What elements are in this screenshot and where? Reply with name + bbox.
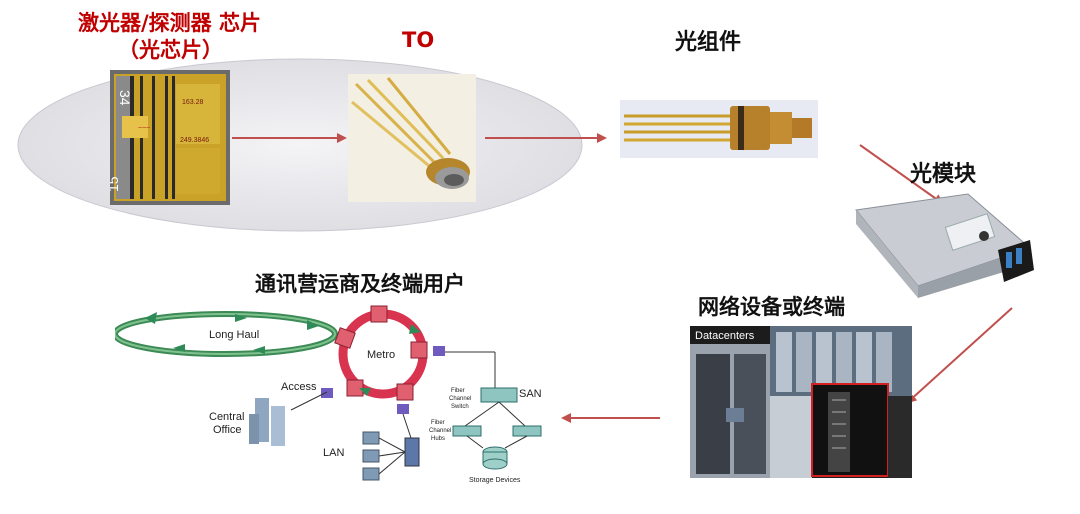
datacenter-banner: Datacenters bbox=[695, 330, 755, 342]
chip-number-top: 34 bbox=[117, 90, 133, 106]
central-office-label-1: Central bbox=[209, 411, 244, 423]
chip-readout-b: 249.3846 bbox=[180, 137, 209, 144]
chip-title-line1: 激光器/探测器 芯片 bbox=[78, 11, 261, 35]
optical-module-photo bbox=[855, 193, 1034, 298]
access-label: Access bbox=[281, 381, 317, 393]
long-haul-arrow-icon bbox=[253, 346, 265, 354]
lan-server-icon bbox=[404, 437, 420, 467]
long-haul-label: Long Haul bbox=[209, 329, 259, 341]
connector-icon bbox=[397, 404, 409, 414]
equipment-label: 网络设备或终端 bbox=[698, 295, 845, 319]
san-label: SAN bbox=[519, 388, 542, 400]
chip-markings: ~~~ bbox=[138, 125, 150, 132]
chip-title-line2: （光芯片） bbox=[118, 38, 223, 62]
module-label: 光模块 bbox=[910, 162, 977, 187]
component-label: 光组件 bbox=[675, 30, 742, 55]
arrow-component-to-module bbox=[859, 144, 944, 205]
fiber-channel-hub-icon bbox=[512, 425, 542, 437]
to-label: TO bbox=[402, 28, 435, 52]
chip-readout-a: 163.28 bbox=[182, 99, 204, 106]
to-can-photo bbox=[348, 74, 476, 202]
lan-computer-icon bbox=[362, 467, 380, 481]
optical-component-photo bbox=[620, 100, 818, 158]
chip-to-group-ellipse bbox=[17, 58, 583, 232]
long-haul-arrow-icon bbox=[145, 312, 157, 324]
lan-computer-icon bbox=[362, 449, 380, 463]
datacenter-photo: Datacenters bbox=[690, 326, 912, 478]
fiber-hubs-label-3: Hubs bbox=[431, 436, 445, 442]
arrow-module-to-equipment bbox=[906, 307, 1013, 404]
fiber-channel-switch-icon bbox=[480, 387, 518, 403]
fiber-switch-label-1: Fiber bbox=[451, 388, 465, 394]
connector-icon bbox=[321, 388, 333, 398]
fiber-switch-label-3: Switch bbox=[451, 404, 469, 410]
long-haul-arrow-icon bbox=[235, 314, 247, 322]
lan-computer-icon bbox=[362, 431, 380, 445]
central-office-label-2: Office bbox=[213, 424, 242, 436]
operators-label: 通讯营运商及终端用户 bbox=[255, 272, 465, 296]
connector-icon bbox=[433, 346, 445, 356]
chip-photo: 34 15 163.28 249.3846 ~~~ bbox=[110, 70, 230, 205]
metro-label: Metro bbox=[367, 349, 395, 361]
storage-devices-label: Storage Devices bbox=[469, 477, 521, 484]
long-haul-arrow-icon bbox=[173, 344, 185, 352]
chip-number-bottom: 15 bbox=[110, 176, 121, 192]
network-diagram: Long Haul Metro Access Central Office LA… bbox=[115, 305, 542, 484]
lan-label: LAN bbox=[323, 447, 344, 459]
fiber-hubs-label-2: Channel bbox=[429, 428, 451, 434]
long-haul-arrow-icon bbox=[307, 320, 319, 330]
fiber-hubs-label-1: Fiber bbox=[431, 420, 445, 426]
fiber-switch-label-2: Channel bbox=[449, 396, 471, 402]
fiber-channel-hub-icon bbox=[452, 425, 482, 437]
